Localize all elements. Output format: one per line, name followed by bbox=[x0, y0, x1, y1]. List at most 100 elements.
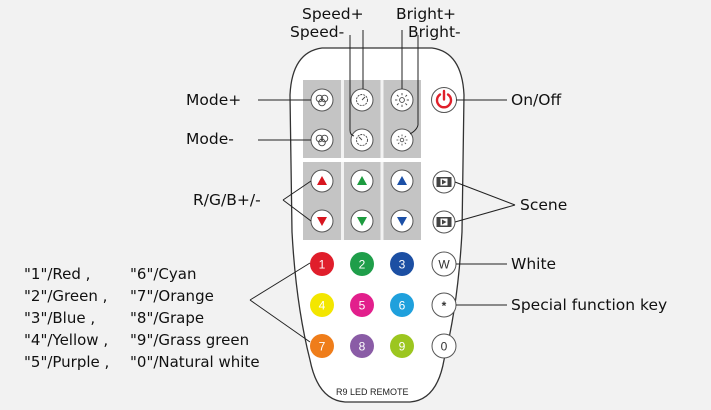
color-key-2[interactable]: 2 bbox=[350, 252, 374, 276]
mode-plus-key[interactable] bbox=[310, 88, 334, 112]
leader-lines bbox=[249, 30, 516, 343]
mode-minus-label: Mode- bbox=[186, 130, 234, 148]
zero-key[interactable]: 0 bbox=[431, 333, 457, 359]
on-off-label: On/Off bbox=[511, 91, 562, 109]
color-key-4[interactable]: 4 bbox=[310, 293, 334, 317]
color-key-label: 3 bbox=[399, 258, 406, 272]
rgb-leader-up bbox=[282, 180, 312, 201]
legend-entry: "6"/Cyan bbox=[130, 265, 197, 283]
scene-leader-down bbox=[454, 204, 516, 223]
power-icon bbox=[435, 89, 453, 109]
bright-plus-key[interactable] bbox=[390, 88, 414, 112]
color-key-face bbox=[390, 293, 414, 317]
speedometer-icon bbox=[356, 94, 368, 106]
legend-row: "5"/Purple , "0"/Natural white bbox=[24, 351, 260, 373]
color-key-label: 9 bbox=[399, 340, 406, 354]
speed-minus-label: Speed- bbox=[290, 23, 345, 41]
white-label: White bbox=[511, 255, 557, 273]
color-key-label: 7 bbox=[319, 340, 326, 354]
legend-row: "1"/Red , "6"/Cyan bbox=[24, 263, 260, 285]
white-key[interactable]: W bbox=[431, 251, 457, 277]
color-leader-down bbox=[249, 299, 311, 343]
mode-icon bbox=[315, 94, 329, 107]
color-key-label: 2 bbox=[359, 258, 366, 272]
legend-entry: "2"/Green , bbox=[24, 287, 108, 305]
legend-row: "4"/Yellow , "9"/Grass green bbox=[24, 329, 260, 351]
special-key-label: * bbox=[442, 299, 447, 313]
speedometer-icon bbox=[356, 134, 368, 146]
color-key-1[interactable]: 1 bbox=[310, 252, 334, 276]
mode-icon bbox=[315, 134, 329, 147]
color-key-8[interactable]: 8 bbox=[350, 334, 374, 358]
film-icon bbox=[436, 177, 452, 187]
arrow-up-icon bbox=[317, 176, 327, 185]
sun-icon bbox=[396, 134, 408, 146]
green-up-key[interactable] bbox=[350, 169, 374, 193]
color-leader-up bbox=[249, 262, 311, 301]
blue-down-key[interactable] bbox=[390, 209, 414, 233]
white-key-label: W bbox=[438, 258, 450, 272]
arrow-down-icon bbox=[357, 217, 367, 226]
legend-entry: "1"/Red , bbox=[24, 265, 91, 283]
rgb-leader-down bbox=[282, 199, 312, 222]
color-key-6[interactable]: 6 bbox=[390, 293, 414, 317]
legend-entry: "3"/Blue , bbox=[24, 309, 96, 327]
legend-row: "3"/Blue , "8"/Grape bbox=[24, 307, 260, 329]
red-up-key[interactable] bbox=[310, 169, 334, 193]
scene-key-2[interactable] bbox=[432, 210, 456, 234]
arrow-up-icon bbox=[397, 176, 407, 185]
film-icon bbox=[436, 217, 452, 227]
bright-minus-key[interactable] bbox=[390, 128, 414, 152]
special-function-key[interactable]: * bbox=[431, 292, 457, 318]
legend-row: "2"/Green , "7"/Orange bbox=[24, 285, 260, 307]
color-key-5[interactable]: 5 bbox=[350, 293, 374, 317]
color-key-label: 1 bbox=[319, 258, 326, 272]
blue-up-key[interactable] bbox=[390, 169, 414, 193]
color-key-label: 6 bbox=[399, 299, 406, 313]
color-legend: "1"/Red ,"6"/Cyan "2"/Green ,"7"/Orange … bbox=[24, 263, 260, 373]
color-key-label: 8 bbox=[359, 340, 366, 354]
bright-plus-label: Bright+ bbox=[396, 5, 457, 23]
zero-key-label: 0 bbox=[441, 340, 448, 354]
speed-minus-key[interactable] bbox=[350, 128, 374, 152]
model-label: R9 LED REMOTE bbox=[336, 387, 409, 397]
bright-minus-label: Bright- bbox=[408, 23, 461, 41]
color-key-label: 4 bbox=[319, 299, 326, 313]
speed-minus-leader-hook bbox=[349, 129, 355, 137]
legend-entry: "0"/Natural white bbox=[130, 353, 260, 371]
power-key[interactable] bbox=[431, 87, 457, 113]
sun-icon bbox=[395, 93, 409, 107]
legend-entry: "4"/Yellow , bbox=[24, 331, 109, 349]
color-key-grid: 1 2 3 4 5 6 7 8 9 bbox=[310, 252, 414, 358]
color-key-face bbox=[350, 334, 374, 358]
color-key-face bbox=[310, 334, 334, 358]
legend-entry: "5"/Purple , bbox=[24, 353, 110, 371]
legend-entry: "9"/Grass green bbox=[130, 331, 250, 349]
color-key-face bbox=[350, 252, 374, 276]
scene-label: Scene bbox=[520, 196, 568, 214]
color-key-3[interactable]: 3 bbox=[390, 252, 414, 276]
scene-key-1[interactable] bbox=[432, 170, 456, 194]
rgb-label: R/G/B+/- bbox=[193, 191, 261, 209]
color-key-face bbox=[310, 293, 334, 317]
color-key-9[interactable]: 9 bbox=[390, 334, 414, 358]
legend-entry: "8"/Grape bbox=[130, 309, 205, 327]
green-down-key[interactable] bbox=[350, 209, 374, 233]
mode-plus-label: Mode+ bbox=[186, 91, 242, 109]
special-function-label: Special function key bbox=[511, 296, 668, 314]
color-key-face bbox=[390, 334, 414, 358]
mode-minus-key[interactable] bbox=[310, 128, 334, 152]
color-key-label: 5 bbox=[359, 299, 366, 313]
red-down-key[interactable] bbox=[310, 209, 334, 233]
speed-plus-label: Speed+ bbox=[302, 5, 364, 23]
scene-leader-up bbox=[454, 181, 516, 206]
speed-plus-key[interactable] bbox=[350, 88, 374, 112]
color-key-7[interactable]: 7 bbox=[310, 334, 334, 358]
color-key-face bbox=[390, 252, 414, 276]
arrow-up-icon bbox=[357, 176, 367, 185]
legend-entry: "7"/Orange bbox=[130, 287, 214, 305]
arrow-down-icon bbox=[317, 217, 327, 226]
bright-minus-leader-hook bbox=[409, 124, 419, 135]
